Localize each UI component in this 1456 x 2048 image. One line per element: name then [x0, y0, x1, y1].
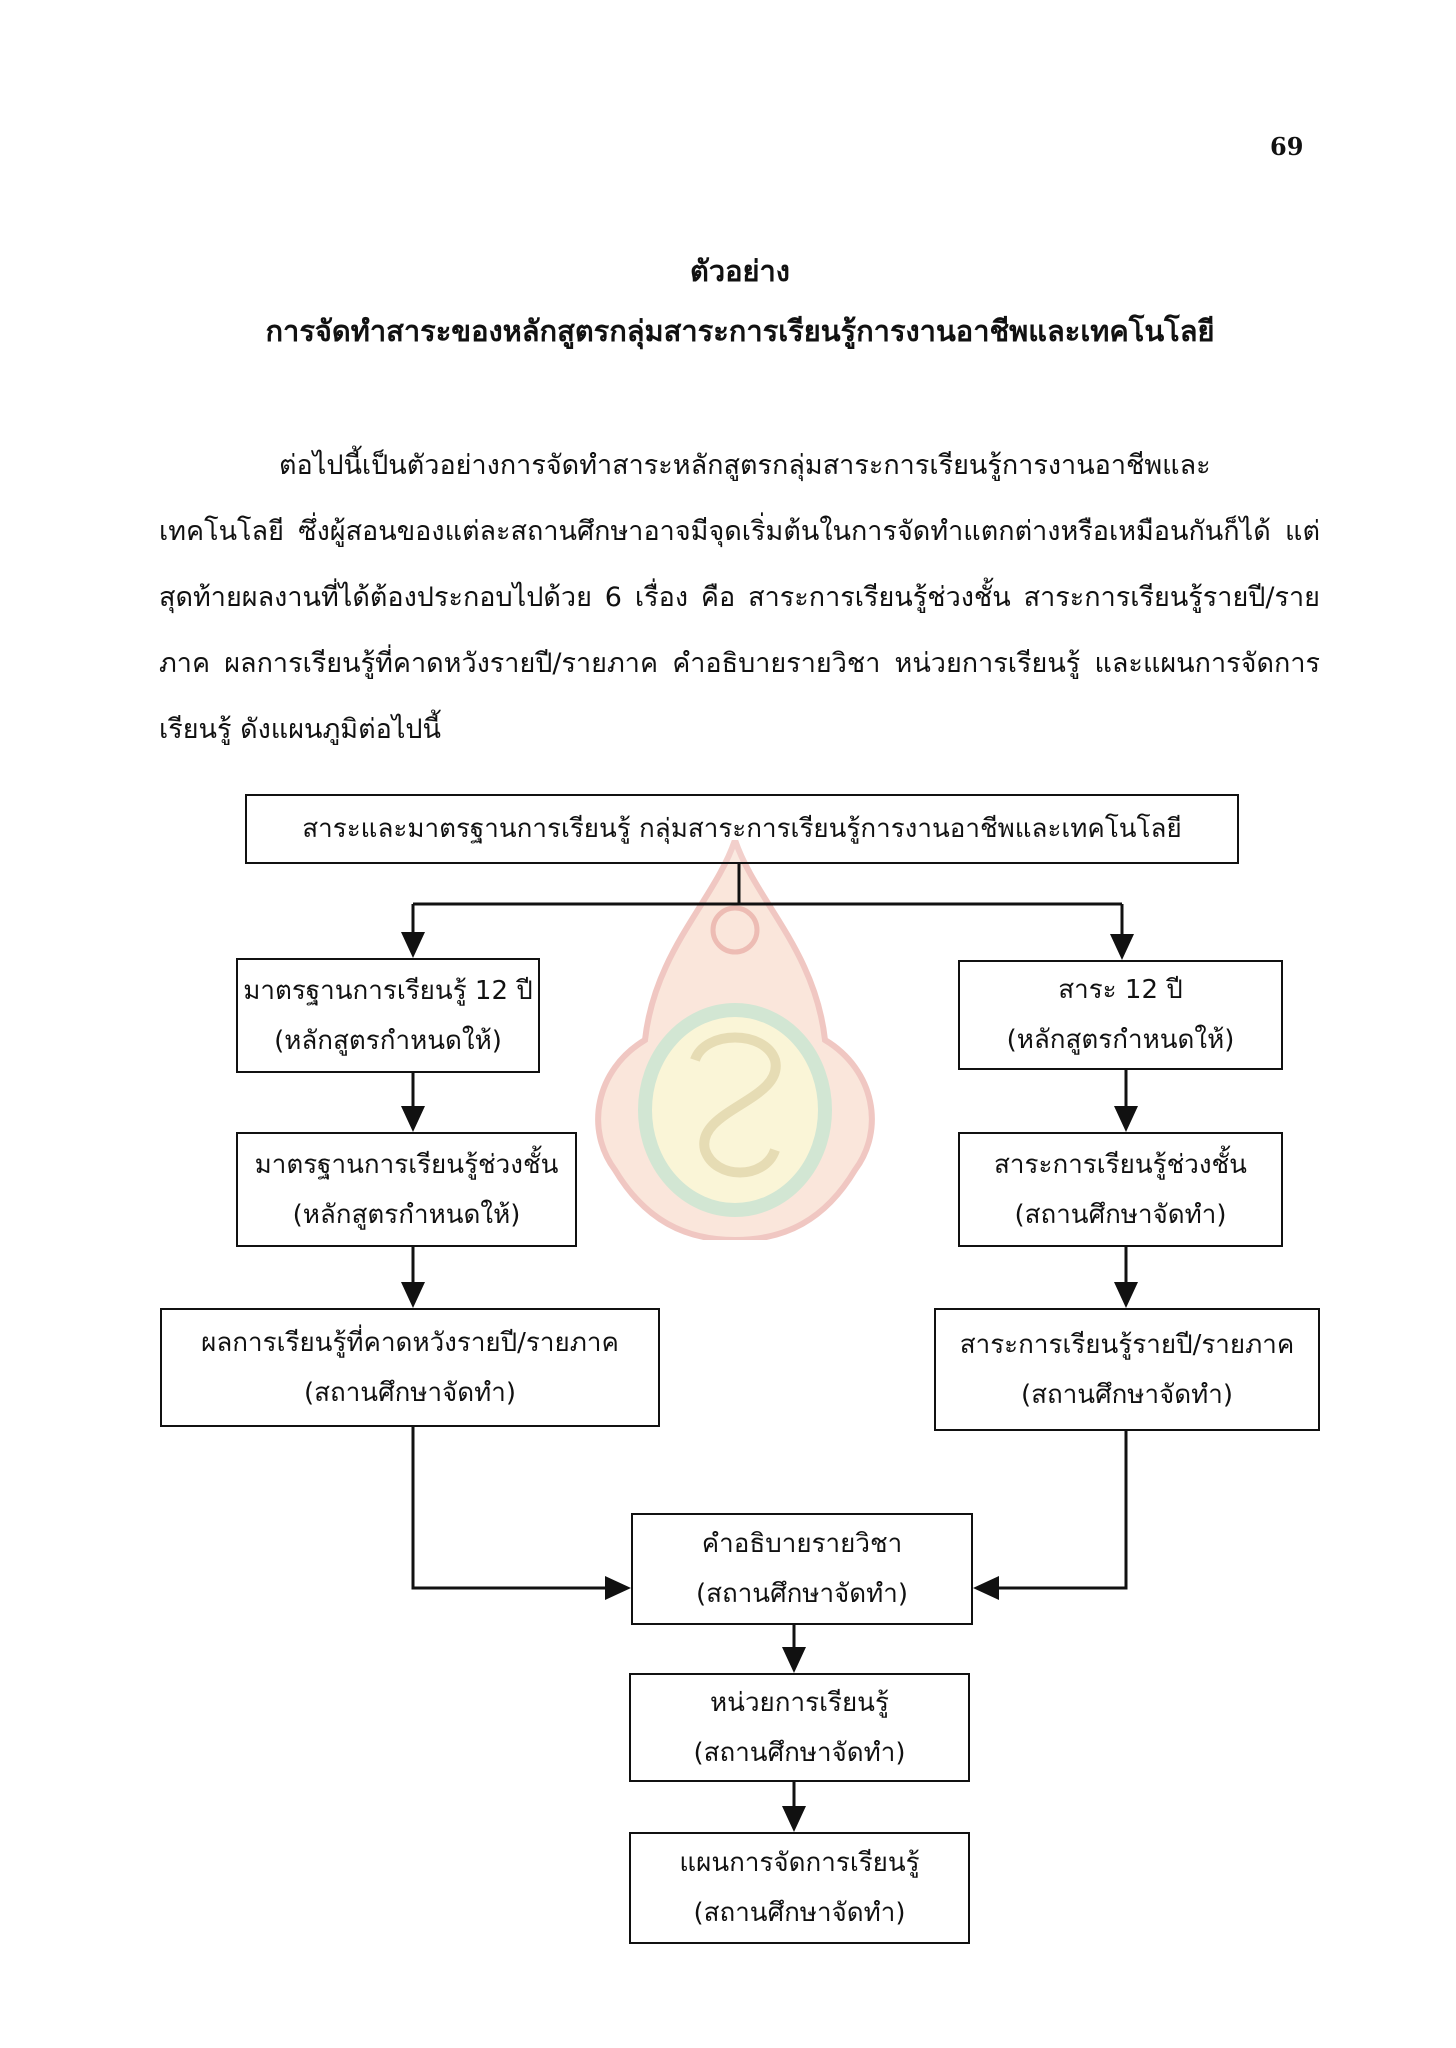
arrowhead-plan [782, 1806, 806, 1832]
box-text: สาระและมาตรฐานการเรียนรู้ กลุ่มสาระการเร… [302, 814, 1182, 844]
box-line1: ผลการเรียนรู้ที่คาดหวังรายปี/รายภาค [201, 1327, 619, 1358]
box-line2: (สถานศึกษาจัดทำ) [1020, 1379, 1234, 1410]
box-line2: (หลักสูตรกำหนดให้) [292, 1199, 521, 1230]
page-number: 69 [1270, 132, 1304, 161]
arrowhead-right-3 [1114, 1282, 1138, 1308]
box-expected-outcomes: ผลการเรียนรู้ที่คาดหวังรายปี/รายภาค (สถา… [160, 1308, 660, 1427]
box-line2: (สถานศึกษาจัดทำ) [1014, 1199, 1227, 1230]
watermark-emblem-icon [595, 840, 875, 1240]
box-learning-plan: แผนการจัดการเรียนรู้ (สถานศึกษาจัดทำ) [629, 1832, 970, 1944]
connector-right-to-course [992, 1431, 1128, 1590]
intro-text: ต่อไปนี้เป็นตัวอย่างการจัดทำสาระหลักสูตร… [159, 450, 1320, 745]
page-subtitle: การจัดทำสาระของหลักสูตรกลุ่มสาระการเรียน… [265, 314, 1215, 348]
box-line2: (หลักสูตรกำหนดให้) [274, 1025, 502, 1056]
box-learning-unit: หน่วยการเรียนรู้ (สถานศึกษาจัดทำ) [629, 1673, 970, 1782]
box-line2: (สถานศึกษาจัดทำ) [303, 1377, 517, 1408]
connector-left-to-course [411, 1427, 612, 1590]
box-line2: (สถานศึกษาจัดทำ) [695, 1579, 909, 1609]
box-line1: แผนการจัดการเรียนรู้ [679, 1848, 920, 1878]
arrowhead-into-course-left [605, 1576, 631, 1600]
box-standards-level: มาตรฐานการเรียนรู้ช่วงชั้น (หลักสูตรกำหน… [236, 1132, 577, 1247]
arrowhead-right-1 [1110, 934, 1134, 960]
box-line1: มาตรฐานการเรียนรู้ช่วงชั้น [254, 1149, 559, 1180]
box-line1: สาระการเรียนรู้ช่วงชั้น [994, 1149, 1247, 1180]
box-line1: คำอธิบายรายวิชา [701, 1529, 903, 1559]
box-line1: หน่วยการเรียนรู้ [710, 1687, 889, 1718]
arrowhead-left-2 [401, 1106, 425, 1132]
arrowhead-unit [782, 1647, 806, 1673]
box-standards-12-years: มาตรฐานการเรียนรู้ 12 ปี (หลักสูตรกำหนดใ… [236, 958, 540, 1073]
box-line1: สาระการเรียนรู้รายปี/รายภาค [959, 1329, 1295, 1360]
arrowhead-right-2 [1114, 1106, 1138, 1132]
box-line1: มาตรฐานการเรียนรู้ 12 ปี [243, 975, 533, 1006]
arrowhead-into-course-right [973, 1576, 999, 1600]
box-line2: (สถานศึกษาจัดทำ) [693, 1898, 906, 1928]
box-content-yearly: สาระการเรียนรู้รายปี/รายภาค (สถานศึกษาจั… [934, 1308, 1320, 1431]
box-course-description: คำอธิบายรายวิชา (สถานศึกษาจัดทำ) [631, 1513, 973, 1625]
box-line2: (หลักสูตรกำหนดให้) [1006, 1025, 1235, 1055]
arrowhead-left-1 [401, 932, 425, 958]
box-standards-top: สาระและมาตรฐานการเรียนรู้ กลุ่มสาระการเร… [245, 794, 1239, 864]
page-title: ตัวอย่าง [690, 254, 790, 288]
intro-paragraph: ต่อไปนี้เป็นตัวอย่างการจัดทำสาระหลักสูตร… [159, 433, 1320, 763]
box-line2: (สถานศึกษาจัดทำ) [693, 1737, 906, 1768]
box-line1: สาระ 12 ปี [1058, 975, 1183, 1005]
box-content-level: สาระการเรียนรู้ช่วงชั้น (สถานศึกษาจัดทำ) [958, 1132, 1283, 1247]
box-content-12-years: สาระ 12 ปี (หลักสูตรกำหนดให้) [958, 960, 1283, 1070]
arrowhead-left-3 [401, 1282, 425, 1308]
